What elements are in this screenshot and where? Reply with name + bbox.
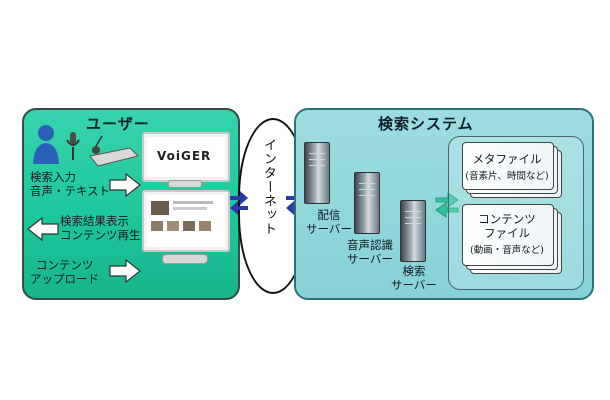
- speech-recognition-server-label-1: 音声認識: [347, 238, 393, 252]
- content-file-detail: (動画・音声など): [470, 245, 544, 256]
- right-arrow-icon: [109, 172, 141, 198]
- monitor-top-stand: [168, 180, 202, 188]
- user-devices-icons: [33, 125, 139, 167]
- microphone-icon: [66, 132, 80, 160]
- speech-recognition-server-icon: [354, 172, 380, 234]
- search-input-label-1: 検索入力: [30, 170, 76, 184]
- keyboard-icon: [89, 135, 139, 167]
- meta-file-detail: (音素片、時間など): [465, 171, 549, 182]
- voiger-logo: VoiGER: [157, 149, 212, 163]
- distribution-server-label-1: 配信: [317, 208, 341, 222]
- content-file-card: [462, 204, 554, 266]
- search-results-label-2: コンテンツ再生: [60, 228, 141, 242]
- monitor-bottom: [142, 190, 230, 252]
- upload-label-2: アップロード: [30, 272, 99, 286]
- bidirectional-arrow-icon: [230, 191, 248, 215]
- system-panel-title: 検索システム: [378, 115, 474, 133]
- search-server-icon: [400, 200, 426, 262]
- distribution-server-icon: [304, 142, 330, 204]
- distribution-server-label-2: サーバー: [306, 222, 352, 236]
- meta-file-title: メタファイル: [472, 152, 542, 166]
- right-arrow-icon: [109, 258, 141, 284]
- content-file-title-2: ファイル: [484, 226, 530, 240]
- meta-file-card: [462, 142, 554, 190]
- search-results-label-1: 検索結果表示: [60, 214, 129, 228]
- internet-label: インターネット: [261, 138, 276, 236]
- search-input-label-2: 音声・テキスト: [30, 184, 111, 198]
- monitor-top: VoiGER: [142, 132, 230, 182]
- monitor-bottom-stand: [162, 254, 208, 264]
- bidirectional-arrow-icon: [435, 192, 459, 218]
- upload-label-1: コンテンツ: [36, 258, 94, 272]
- speech-recognition-server-label-2: サーバー: [347, 252, 393, 266]
- content-file-title-1: コンテンツ: [478, 212, 536, 226]
- search-server-label-2: サーバー: [391, 278, 437, 292]
- user-panel-title: ユーザー: [86, 115, 150, 133]
- search-server-label-1: 検索: [402, 264, 426, 278]
- left-arrow-icon: [27, 216, 59, 242]
- person-icon: [33, 125, 59, 164]
